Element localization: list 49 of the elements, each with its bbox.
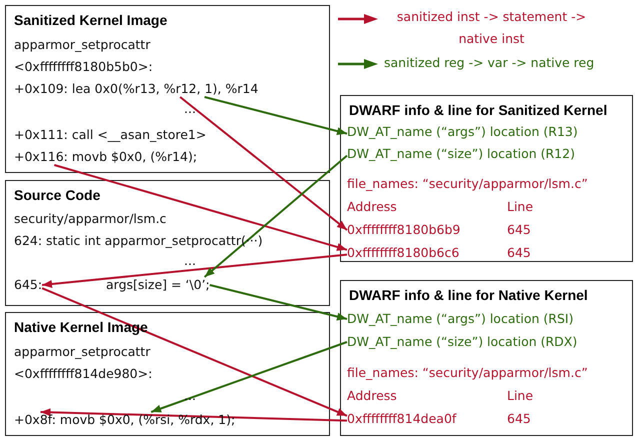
table-header: Address [347,199,397,215]
code-line: apparmor_setprocattr [14,37,150,53]
code-line: apparmor_setprocattr [14,344,150,360]
code-line: <0xffffffff8180b5b0>: [14,59,153,75]
legend-text: sanitized inst -> statement -> native inst [396,8,588,48]
listing-panel [340,280,633,436]
arrow [204,154,348,278]
source-statement: args[size] = ‘\0’; [106,277,210,293]
variable-location: DW_AT_name (“args”) location (R13) [347,124,578,140]
panel-heading: DWARF info & line for Native Kernel [349,287,588,303]
code-line: +0x116: movb $0x0, (%r14); [14,149,198,165]
ellipsis: ... [184,253,196,269]
panel-heading: DWARF info & line for Sanitized Kernel [349,102,608,118]
line-number: 645: [14,277,42,293]
arrow [42,254,348,288]
listing-panel [5,312,330,436]
listing-panel [5,5,330,173]
file-path: security/apparmor/lsm.c [14,211,166,227]
variable-location: DW_AT_name (“args”) location (RSI) [347,311,574,327]
code-line: +0x111: call <__asan_store1> [14,127,206,143]
table-cell: 0xffffffff8180b6c6 [347,245,460,261]
table-cell: 645 [507,222,531,238]
ellipsis: ... [184,388,196,404]
variable-location: DW_AT_name (“size”) location (R12) [347,146,575,162]
arrow [42,287,348,417]
table-cell: 0xffffffff8180b6b9 [347,222,460,238]
file-name-entry: file_names: “security/apparmor/lsm.c” [347,176,588,192]
arrow [54,164,348,251]
table-header: Line [507,388,534,404]
table-cell: 645 [507,411,531,427]
listing-panel [340,95,633,262]
arrow [179,96,348,231]
table-cell: 0xffffffff814dea0f [347,411,456,427]
listing-panel [5,180,330,306]
arrow [204,96,348,135]
legend-text: sanitized reg -> var -> native reg [384,55,594,70]
file-name-entry: file_names: “security/apparmor/lsm.c” [347,365,588,381]
panel-heading: Source Code [14,187,100,203]
panel-heading: Sanitized Kernel Image [14,12,168,28]
arrow [210,284,348,320]
arrow [150,341,348,413]
table-header: Line [507,199,534,215]
code-line: +0x109: lea 0x0(%r13, %r12, 1), %r14 [14,81,258,97]
ellipsis: ... [184,101,196,117]
variable-location: DW_AT_name (“size”) location (RDX) [347,334,578,350]
table-header: Address [347,388,397,404]
code-line: <0xffffffff814de980>: [14,366,152,382]
arrow [40,408,348,422]
table-cell: 645 [507,245,531,261]
